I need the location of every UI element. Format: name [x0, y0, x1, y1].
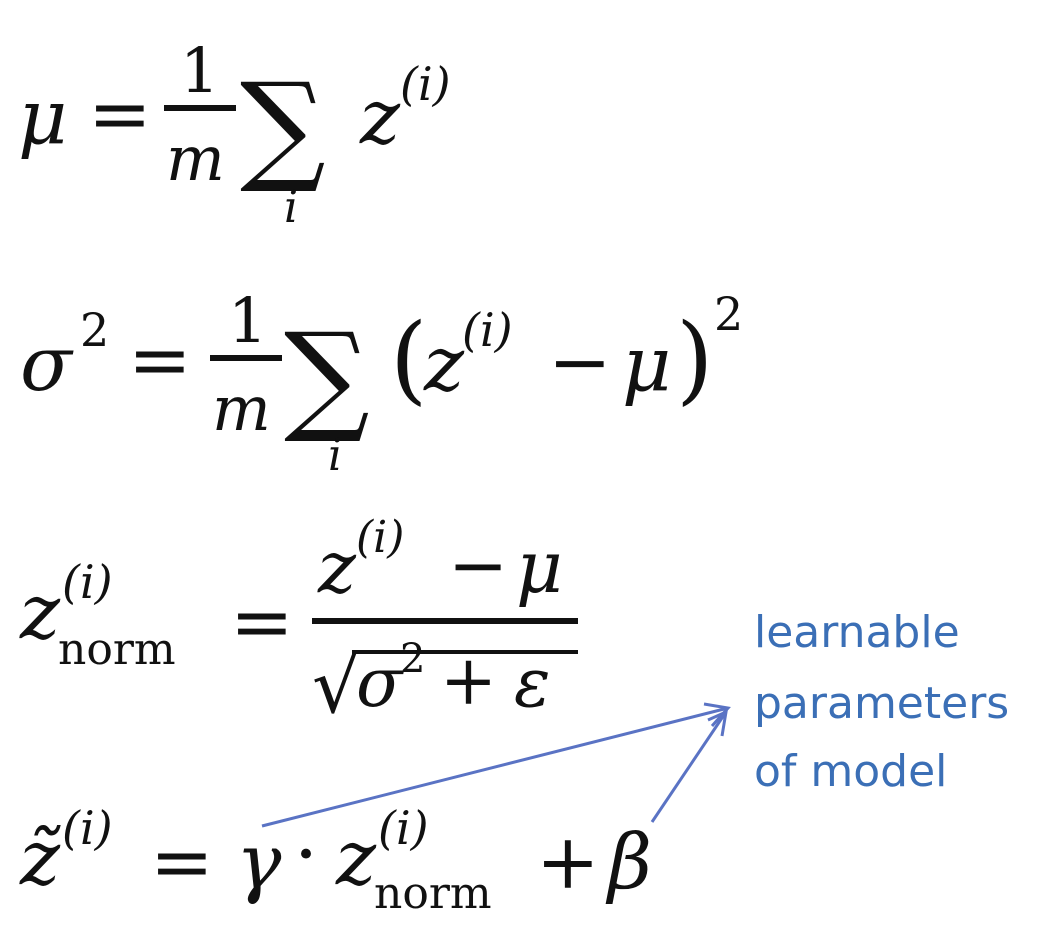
- fraction-denominator: m: [212, 372, 271, 445]
- arrow-to-beta: [650, 711, 728, 823]
- equals-sign: =: [230, 577, 294, 666]
- summation-index: i: [328, 430, 342, 481]
- superscript-i: (i): [62, 555, 113, 609]
- summation-sign: ∑: [240, 58, 326, 197]
- summation-index: i: [284, 182, 298, 233]
- dot-operator: ·: [294, 809, 318, 898]
- z-variable: z: [423, 319, 465, 408]
- fraction-bar: [210, 355, 282, 361]
- minus-sign: −: [548, 317, 612, 406]
- equation-normalize: z (i) norm = z (i) − μ √ σ 2 + ε: [19, 512, 578, 730]
- annotation-arrows: [261, 702, 731, 828]
- equals-sign: =: [88, 69, 152, 158]
- annotation-line-2: parameters: [754, 678, 1009, 729]
- summation-sign: ∑: [284, 308, 370, 447]
- equals-sign: =: [128, 315, 192, 404]
- epsilon-symbol: ε: [514, 644, 551, 723]
- mu-symbol: μ: [18, 72, 67, 161]
- z-variable: z: [19, 567, 61, 656]
- sqrt-sign: √: [312, 641, 361, 730]
- superscript-i: (i): [400, 57, 451, 111]
- superscript-i: (i): [378, 801, 429, 855]
- annotation-line-3: of model: [754, 746, 947, 797]
- z-variable: z: [317, 525, 357, 609]
- sqrt-overline: [352, 650, 578, 654]
- superscript-i: (i): [62, 801, 113, 855]
- annotation-label: learnable parameters of model: [754, 607, 1009, 797]
- superscript-2: 2: [80, 303, 109, 357]
- fraction-bar: [312, 618, 578, 624]
- left-paren: (: [390, 303, 427, 415]
- minus-sign: −: [448, 523, 508, 607]
- equation-scale-shift: z̃ (i) = γ · z (i) norm + β: [19, 801, 652, 919]
- superscript-2: 2: [400, 636, 425, 682]
- z-tilde-variable: z̃: [19, 813, 61, 902]
- superscript-i: (i): [462, 303, 513, 357]
- mu-symbol: μ: [516, 525, 563, 609]
- equation-variance: σ 2 = 1 m ∑ i ( z (i) − μ ) 2: [20, 284, 743, 481]
- fraction-numerator: 1: [228, 284, 267, 357]
- beta-symbol: β: [605, 817, 652, 906]
- z-variable: z: [335, 813, 377, 902]
- superscript-i: (i): [356, 512, 404, 563]
- fraction-bar: [164, 105, 236, 111]
- subscript-norm: norm: [58, 624, 176, 675]
- arrowhead-gamma: [703, 702, 731, 727]
- fraction-numerator: 1: [180, 34, 219, 107]
- subscript-norm: norm: [374, 868, 492, 919]
- annotation-line-1: learnable: [754, 607, 960, 658]
- fraction-denominator: m: [166, 122, 225, 195]
- sigma-symbol: σ: [356, 644, 404, 723]
- arrow-to-gamma: [261, 706, 729, 828]
- right-paren: ): [676, 303, 713, 415]
- equation-mean: μ = 1 m ∑ i z (i): [18, 34, 451, 233]
- arrowhead-beta: [707, 709, 728, 737]
- gamma-symbol: γ: [236, 817, 282, 906]
- z-variable: z: [359, 72, 401, 161]
- equals-sign: =: [150, 817, 214, 906]
- sigma-symbol: σ: [20, 319, 74, 408]
- plus-sign: +: [536, 817, 600, 906]
- superscript-2: 2: [714, 287, 743, 341]
- mu-symbol: μ: [622, 319, 671, 408]
- plus-sign: +: [440, 642, 497, 721]
